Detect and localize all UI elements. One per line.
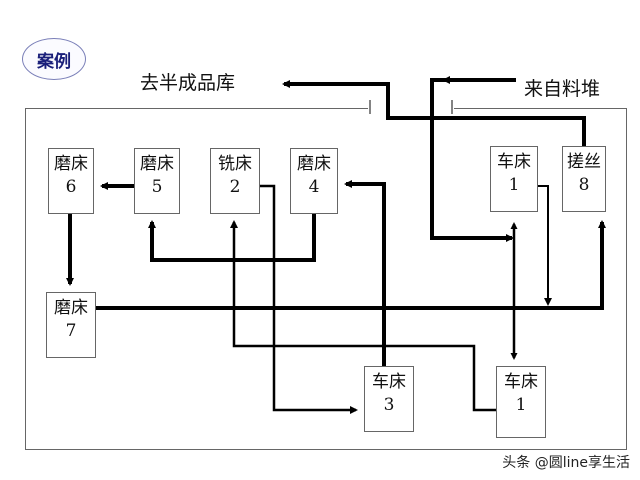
machine-grinder-5: 磨床 5 <box>134 148 180 214</box>
machine-name: 磨床 <box>297 154 331 174</box>
flow-lathe3-to-grinder4 <box>344 180 386 366</box>
machine-name: 车床 <box>497 152 531 172</box>
flow-grinder7-to-thread8 <box>96 220 606 310</box>
watermark: 头条 @圆line享生活 <box>502 455 630 471</box>
workshop-boundary <box>25 108 627 450</box>
machine-name: 磨床 <box>140 154 174 174</box>
flow-mill2-to-lathe3 <box>260 184 358 414</box>
machine-grinder-4: 磨床 4 <box>290 148 338 214</box>
machine-name: 磨床 <box>54 154 88 174</box>
machine-number: 6 <box>65 176 77 197</box>
machine-lathe-3: 车床 3 <box>364 366 414 432</box>
from-stock-label: 来自料堆 <box>524 78 601 100</box>
machine-name: 车床 <box>372 372 406 392</box>
flow-lathe1-down <box>538 185 552 306</box>
machine-number: 1 <box>508 174 520 195</box>
machine-name: 磨床 <box>54 298 88 318</box>
machine-number: 7 <box>65 320 77 341</box>
machine-number: 1 <box>515 394 527 415</box>
machine-lathe-1-top: 车床 1 <box>490 146 538 212</box>
machine-lathe-1-bottom: 车床 1 <box>496 366 546 438</box>
machine-milling-2: 铣床 2 <box>210 148 260 214</box>
machine-number: 3 <box>383 394 395 415</box>
machine-name: 铣床 <box>218 154 252 174</box>
machine-number: 2 <box>229 176 241 197</box>
flow-lathe1-to-mill2 <box>230 220 496 412</box>
machine-number: 8 <box>578 174 590 195</box>
to-warehouse-label: 去半成品库 <box>140 72 236 94</box>
machine-name: 车床 <box>504 372 538 392</box>
example-badge: 案例 <box>22 38 86 80</box>
flow-to-warehouse <box>282 80 586 146</box>
machine-number: 5 <box>151 176 163 197</box>
machine-grinder-7: 磨床 7 <box>46 292 96 358</box>
boundary-opening <box>368 104 454 112</box>
machine-number: 4 <box>308 176 320 197</box>
machine-thread-rolling-8: 搓丝 8 <box>562 146 606 212</box>
machine-name: 搓丝 <box>567 152 601 172</box>
flow-stock-to-lathe1 <box>430 78 516 242</box>
machine-grinder-6: 磨床 6 <box>48 148 94 214</box>
